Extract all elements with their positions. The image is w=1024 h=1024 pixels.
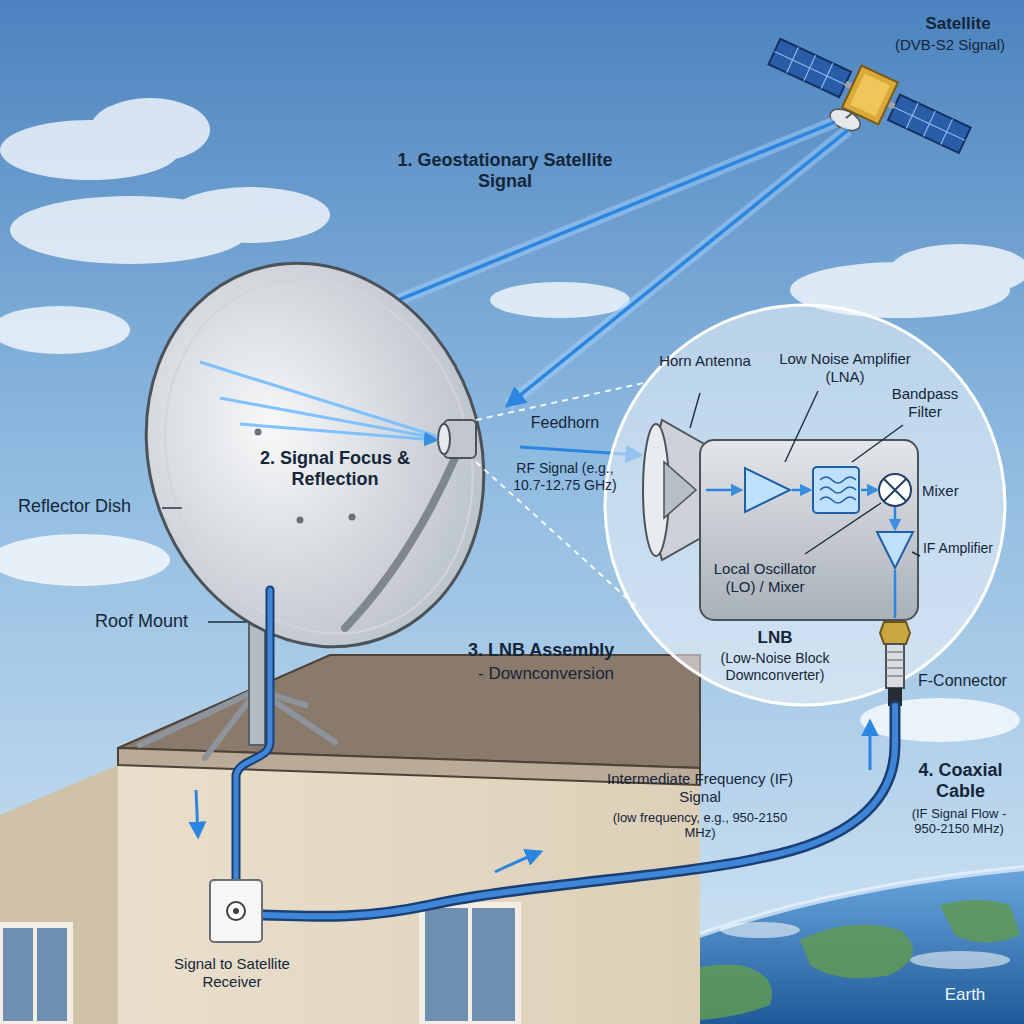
part-label: Local Oscillator (LO) / Mixer [700, 560, 830, 595]
part-label: Roof Mount [95, 611, 207, 632]
frequency-note: (low frequency, e.g., 950-2150 MHz) [610, 810, 790, 841]
part-label: Signal to Satellite Receiver [157, 955, 307, 990]
part-label: Mixer [922, 482, 984, 500]
step-label: 4. Coaxial Cable [903, 760, 1018, 802]
part-label: Bandpass Filter [885, 385, 965, 420]
signal-type: (DVB-S2 Signal) [885, 36, 1015, 54]
step-label: 1. Geostationary Satellite Signal [395, 150, 615, 192]
part-label: IF Amplifier [922, 540, 994, 557]
part-label: Feedhorn [515, 414, 615, 433]
frequency-note: (IF Signal Flow - 950-2150 MHz) [900, 806, 1018, 837]
part-label: Low Noise Amplifier (LNA) [770, 350, 920, 385]
step-note: - Downconversion [478, 664, 678, 684]
assembly-subtitle: (Low-Noise Block Downconverter) [695, 650, 855, 683]
part-label: Reflector Dish [18, 496, 160, 517]
part-label: Horn Antenna [650, 352, 760, 370]
place-label: Earth [930, 985, 1000, 1005]
frequency-note: RF Signal (e.g., 10.7-12.75 GHz) [505, 460, 625, 493]
magnifier-inset: Horn Antenna Low Noise Amplifier (LNA)Ban… [605, 305, 1005, 705]
signal-label: Intermediate Frequency (IF) Signal [600, 770, 800, 805]
assembly-title: LNB [730, 628, 820, 648]
satellite-label: Satellite [898, 14, 1018, 34]
step-label: 3. LNB Assembly [468, 640, 668, 661]
step-label: 2. Signal Focus & Reflection [240, 448, 430, 490]
part-label: F-Connector [918, 672, 1018, 691]
